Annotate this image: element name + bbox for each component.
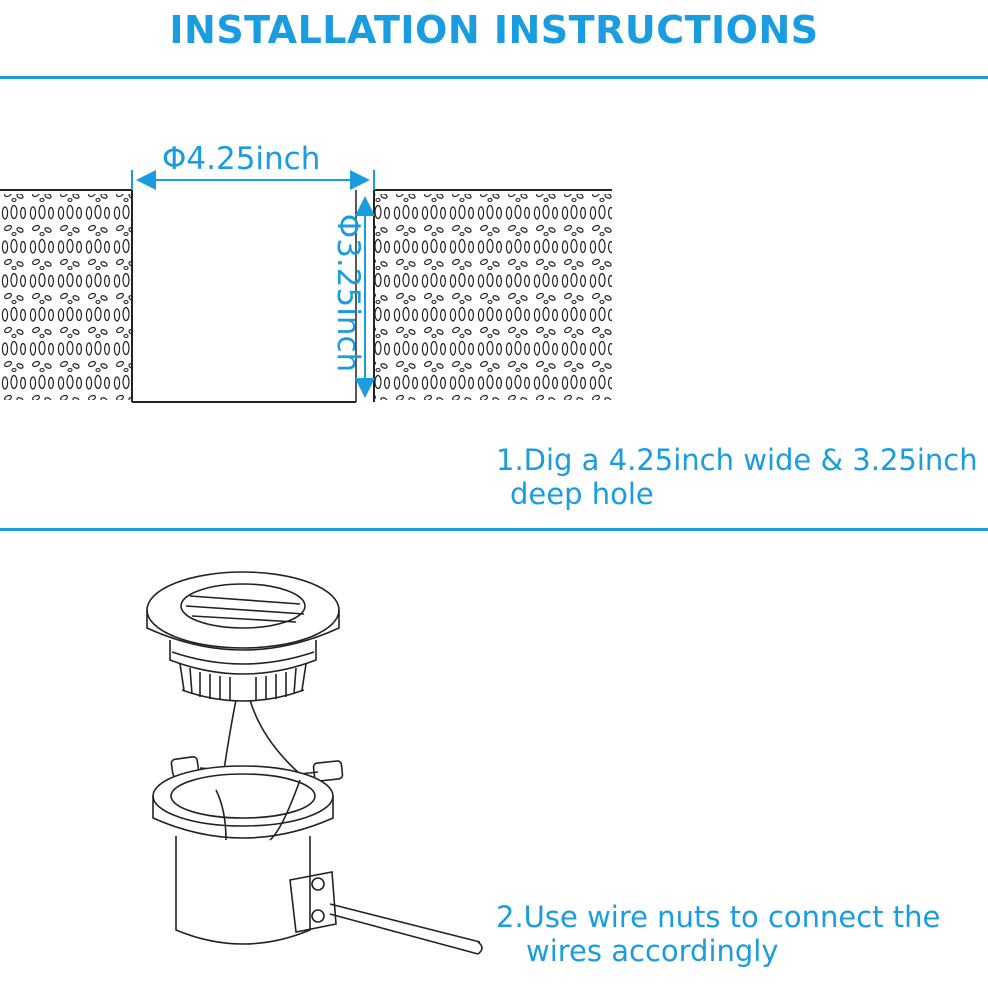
hole-depth-label: Φ3.25inch (330, 213, 366, 373)
hole-diagram (0, 170, 612, 403)
step-1-line-1: 1.Dig a 4.25inch wide & 3.25inch (496, 443, 978, 477)
divider-top (0, 76, 988, 79)
hole-width-label: Φ4.25inch (162, 141, 321, 177)
step-2-line-2: wires accordingly (526, 934, 779, 968)
step-1-line-2: deep hole (510, 477, 654, 511)
step-2-line-1: 2.Use wire nuts to connect the (496, 900, 941, 934)
fixture-wiring-illustration (146, 571, 483, 955)
divider-middle (0, 528, 988, 531)
page-title: INSTALLATION INSTRUCTIONS (169, 8, 819, 52)
